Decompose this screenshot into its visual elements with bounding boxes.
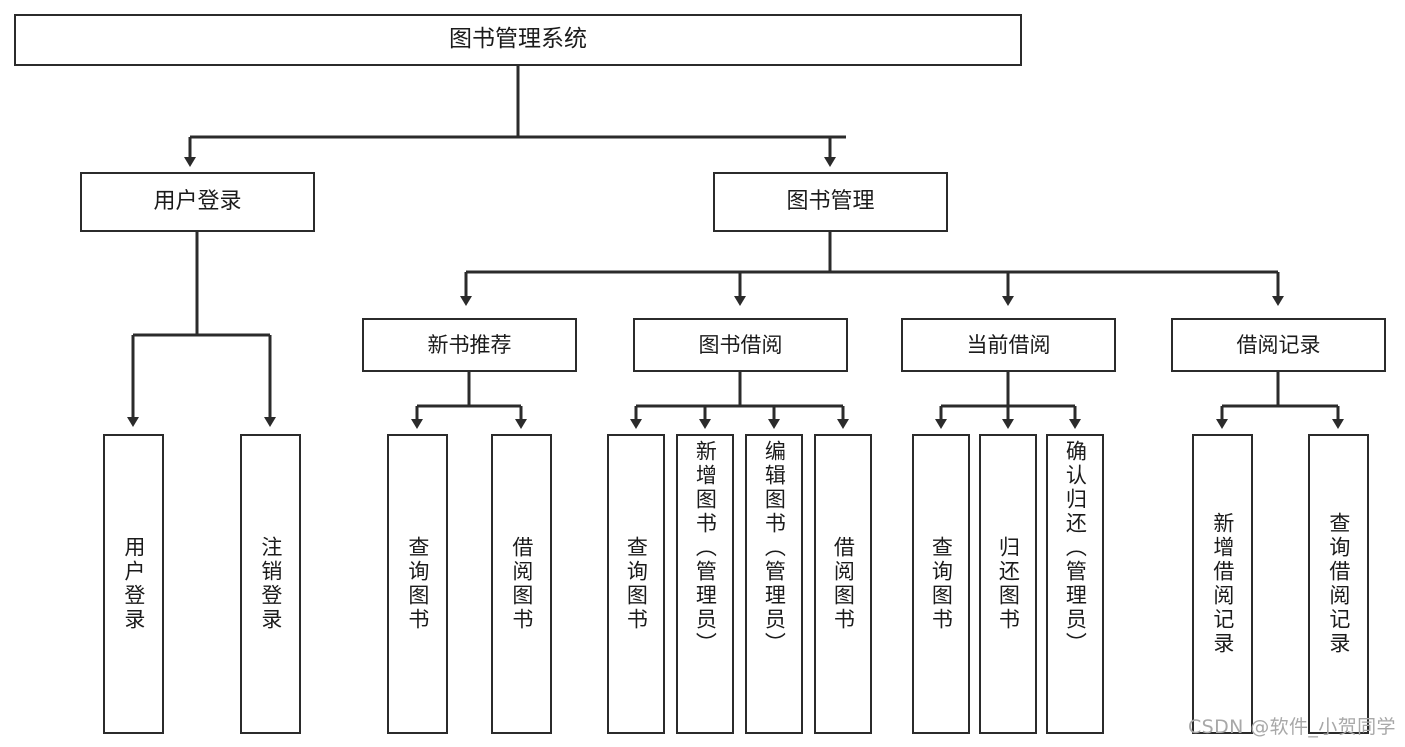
node-label: 查询借阅记录 xyxy=(1326,512,1351,656)
node-label: 归还图书 xyxy=(996,536,1021,632)
node-borrow-record[interactable]: 借阅记录 xyxy=(1171,318,1386,372)
node-label: 查询图书 xyxy=(929,536,954,632)
node-label: 图书借阅 xyxy=(698,332,783,357)
node-book-borrow[interactable]: 图书借阅 xyxy=(633,318,848,372)
leaf-logout[interactable]: 注销登录 xyxy=(240,434,301,734)
leaf-add-book[interactable]: 新增图书（管理员） xyxy=(676,434,734,734)
watermark: CSDN @软件_小贺同学 xyxy=(1188,716,1396,738)
node-label: 借阅图书 xyxy=(509,536,534,632)
leaf-borrow-book-1[interactable]: 借阅图书 xyxy=(491,434,552,734)
leaf-user-login[interactable]: 用户登录 xyxy=(103,434,164,734)
node-label: 借阅记录 xyxy=(1236,332,1321,357)
node-current-borrow[interactable]: 当前借阅 xyxy=(901,318,1116,372)
node-label: 新增借阅记录 xyxy=(1210,512,1235,656)
node-label: 新书推荐 xyxy=(427,332,512,357)
leaf-query-book-3[interactable]: 查询图书 xyxy=(912,434,970,734)
node-label: 图书管理 xyxy=(786,189,875,215)
node-label: 注销登录 xyxy=(258,536,283,632)
node-label: 用户登录 xyxy=(153,189,242,215)
node-label: 图书管理系统 xyxy=(449,26,587,53)
node-label: 当前借阅 xyxy=(966,332,1051,357)
node-label: 查询图书 xyxy=(624,536,649,632)
leaf-query-record[interactable]: 查询借阅记录 xyxy=(1308,434,1369,734)
node-user-login[interactable]: 用户登录 xyxy=(80,172,315,232)
node-label: 确认归还（管理员） xyxy=(1063,440,1088,656)
node-root[interactable]: 图书管理系统 xyxy=(14,14,1022,66)
leaf-add-record[interactable]: 新增借阅记录 xyxy=(1192,434,1253,734)
leaf-return-book[interactable]: 归还图书 xyxy=(979,434,1037,734)
node-label: 编辑图书（管理员） xyxy=(762,440,787,656)
leaf-query-book-1[interactable]: 查询图书 xyxy=(387,434,448,734)
node-book-manage[interactable]: 图书管理 xyxy=(713,172,948,232)
leaf-confirm-return[interactable]: 确认归还（管理员） xyxy=(1046,434,1104,734)
node-new-book-recommend[interactable]: 新书推荐 xyxy=(362,318,577,372)
node-label: 用户登录 xyxy=(121,536,146,632)
leaf-edit-book[interactable]: 编辑图书（管理员） xyxy=(745,434,803,734)
node-label: 查询图书 xyxy=(405,536,430,632)
node-label: 新增图书（管理员） xyxy=(693,440,718,656)
node-label: 借阅图书 xyxy=(831,536,856,632)
leaf-borrow-book-2[interactable]: 借阅图书 xyxy=(814,434,872,734)
leaf-query-book-2[interactable]: 查询图书 xyxy=(607,434,665,734)
